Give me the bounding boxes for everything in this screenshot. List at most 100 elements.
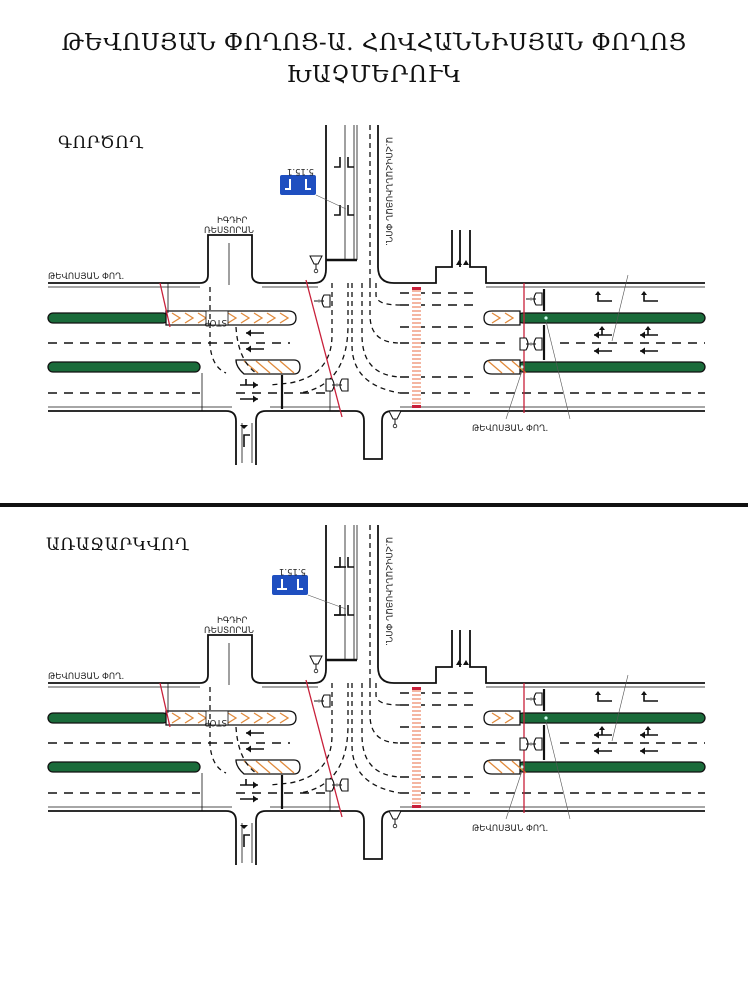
lane-arrow-icon bbox=[597, 694, 612, 702]
diagram-group: Ա.ՀՈՎՀԱՆՆԻՍՅԱՆ ՓՈՂ.5.15.1ԻԳԴԻՐՌԵՍՏՈՐԱՆԹԵ… bbox=[47, 125, 706, 465]
sign-arrows bbox=[285, 179, 311, 190]
lane-arrow-icon-stubhead bbox=[645, 726, 651, 730]
lane-arrow-icon-head bbox=[640, 747, 645, 755]
road-edge-south-left bbox=[48, 410, 237, 465]
restaurant-label: ԻԳԴԻՐ bbox=[217, 216, 248, 226]
traffic-light-head bbox=[533, 337, 543, 351]
lane-arrow-icon bbox=[347, 605, 354, 616]
traffic-light-dot bbox=[317, 699, 321, 703]
ped-light-base bbox=[392, 823, 398, 829]
street-label-left: ԹԵՎՈՍՅԱՆ ՓՈՂ. bbox=[48, 272, 124, 282]
hatch-chevron bbox=[184, 312, 195, 324]
street-label-right: ԹԵՎՈՍՅԱՆ ՓՈՂ. bbox=[472, 424, 548, 434]
sign-plate bbox=[280, 175, 316, 195]
hatched-island bbox=[165, 710, 297, 726]
stop-text: STOP bbox=[205, 317, 227, 327]
ped-light-head bbox=[388, 810, 402, 820]
lane-arrow-icon-stubhead bbox=[645, 326, 651, 330]
traffic-light-icon bbox=[314, 294, 331, 308]
traffic-light-icon bbox=[526, 292, 543, 306]
hatch-chevron bbox=[504, 712, 515, 724]
stop-marking bbox=[205, 710, 229, 726]
restaurant-turn-path bbox=[235, 326, 257, 374]
hatch-chevron bbox=[491, 312, 502, 324]
lane-arrow-icon bbox=[334, 157, 341, 168]
road-sign-5-15-1-icon: 5.15.1 bbox=[280, 166, 316, 195]
median-marker bbox=[544, 716, 548, 720]
road-edge-north-left bbox=[48, 125, 327, 284]
lane-arrow-icon-head bbox=[640, 731, 645, 739]
lane-arrow-icon bbox=[347, 157, 354, 168]
lane-arrow-icon bbox=[334, 205, 341, 216]
turn-path bbox=[369, 683, 401, 744]
traffic-light-head bbox=[325, 378, 335, 392]
traffic-light-head bbox=[519, 337, 529, 351]
traffic-light-icon bbox=[519, 337, 543, 351]
lane-arrow-icon-head bbox=[594, 731, 599, 739]
lane-arrow-icon-head bbox=[595, 291, 601, 295]
median-green bbox=[47, 312, 169, 324]
intersection-diagram-proposed: Ա.ՀՈՎՀԱՆՆԻՍՅԱՆ ՓՈՂ.5.15.1ԻԳԴԻՐՌԵՍՏՈՐԱՆԹԵ… bbox=[47, 525, 706, 865]
hatch-stripe bbox=[499, 360, 515, 374]
lane-arrow-icon bbox=[243, 834, 250, 847]
lane-arrow-icon-head bbox=[594, 747, 599, 755]
traffic-light-dot bbox=[317, 299, 321, 303]
label-leader bbox=[611, 674, 629, 742]
entry-arrows bbox=[456, 660, 469, 665]
turn-path bbox=[369, 283, 401, 344]
turn-path bbox=[299, 283, 349, 394]
lane-arrow-icon-stubhead bbox=[599, 726, 605, 730]
traffic-light-dot bbox=[529, 342, 533, 346]
pedestrian-light-icon bbox=[309, 655, 323, 674]
section-label-existing: ԳՈՐԾՈՂ bbox=[58, 133, 144, 153]
turn-path bbox=[375, 283, 401, 306]
section-label-proposed: ԱՌԱՋԱՐԿՎՈՂ bbox=[46, 535, 190, 555]
stop-marking bbox=[205, 310, 229, 326]
pedestrian-light-icon bbox=[309, 255, 323, 274]
label-leader bbox=[545, 320, 571, 420]
median-green bbox=[517, 361, 706, 373]
lane-arrow-icon-head bbox=[594, 347, 599, 355]
lane-arrow-icon-head bbox=[253, 795, 258, 803]
road-edge-north-right bbox=[377, 525, 705, 684]
ped-light-base bbox=[313, 268, 319, 274]
hatch-stripe bbox=[267, 760, 283, 774]
road-edge-north-right bbox=[377, 125, 705, 284]
sign-leader-line bbox=[315, 194, 347, 210]
intersection-diagram-existing: Ա.ՀՈՎՀԱՆՆԻՍՅԱՆ ՓՈՂ.5.15.1ԻԳԴԻՐՌԵՍՏՈՐԱՆԹԵ… bbox=[47, 125, 706, 465]
traffic-light-icon bbox=[314, 694, 331, 708]
hatch-stripe bbox=[487, 360, 503, 374]
lane-arrow-icon-head bbox=[253, 781, 258, 789]
restaurant-turn-path bbox=[209, 687, 227, 774]
traffic-light-head bbox=[321, 694, 331, 708]
lane-arrow-icon-stubhead bbox=[599, 326, 605, 330]
sign-code-label: 5.15.1 bbox=[287, 166, 314, 176]
hatched-island bbox=[483, 710, 521, 726]
sign-leader-line bbox=[307, 594, 347, 610]
street-label-vertical: Ա.ՀՈՎՀԱՆՆԻՍՅԱՆ ՓՈՂ. bbox=[383, 537, 393, 646]
lane-arrow-icon-head bbox=[641, 291, 647, 295]
hatch-chevron bbox=[491, 712, 502, 724]
turn-path bbox=[361, 283, 401, 378]
lane-arrow-icon-head bbox=[246, 345, 251, 353]
hatch-chevron bbox=[266, 712, 277, 724]
lane-arrow-icon bbox=[240, 825, 248, 829]
traffic-light-head bbox=[533, 292, 543, 306]
hatch-chevron bbox=[240, 312, 251, 324]
lane-arrow-icon bbox=[643, 294, 658, 302]
lane-arrow-icon bbox=[334, 557, 341, 568]
restaurant-turn-path bbox=[209, 287, 227, 374]
traffic-light-dot bbox=[529, 297, 533, 301]
hatch-chevron bbox=[184, 712, 195, 724]
ped-light-head bbox=[309, 655, 323, 665]
lane-arrow-icon-head bbox=[253, 381, 258, 389]
stop-text: STOP bbox=[205, 717, 227, 727]
hatch-chevron bbox=[504, 312, 515, 324]
lane-arrow-icon-head bbox=[246, 745, 251, 753]
traffic-light-dot bbox=[529, 742, 533, 746]
hatch-chevron bbox=[171, 712, 182, 724]
median-marker bbox=[544, 316, 548, 320]
label-leader bbox=[505, 370, 523, 420]
median-green bbox=[47, 712, 169, 724]
traffic-light-head bbox=[533, 692, 543, 706]
